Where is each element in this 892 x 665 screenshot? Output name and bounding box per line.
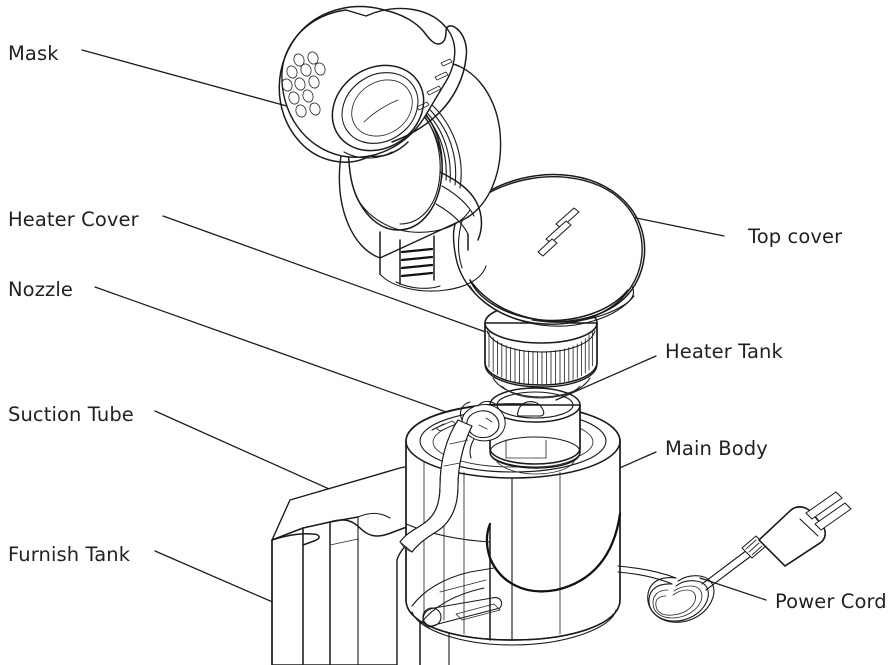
top-cover-vent-slots <box>537 207 580 257</box>
callout-heater-cover: Heater Cover <box>8 208 139 231</box>
mask-vent-holes <box>281 51 326 118</box>
leader-mask <box>81 49 317 115</box>
callout-top-cover: Top cover <box>748 225 843 248</box>
callout-heater-tank: Heater Tank <box>665 340 783 363</box>
callout-mask: Mask <box>8 42 59 65</box>
power-cord-part <box>617 491 852 623</box>
mask-part <box>278 5 468 163</box>
callout-main-body: Main Body <box>665 437 768 460</box>
callout-nozzle: Nozzle <box>8 278 74 301</box>
callout-suction-tube: Suction Tube <box>8 403 134 426</box>
louver-vents <box>395 235 441 289</box>
leader-heater-tank <box>555 355 657 401</box>
mask-side-slots <box>416 58 453 111</box>
louver-slats <box>400 247 434 278</box>
leader-nozzle <box>94 286 481 425</box>
strain-relief-ribs <box>745 539 763 556</box>
callout-furnish-tank: Furnish Tank <box>8 543 131 566</box>
suction-tube-part <box>399 401 473 553</box>
callout-power-cord: Power Cord <box>775 590 887 613</box>
heater-cover-part <box>484 302 598 399</box>
heater-tank-part <box>489 387 581 475</box>
knurl-ribs <box>488 330 593 385</box>
top-cover-part <box>452 173 646 327</box>
leader-heater-cover <box>162 215 495 336</box>
